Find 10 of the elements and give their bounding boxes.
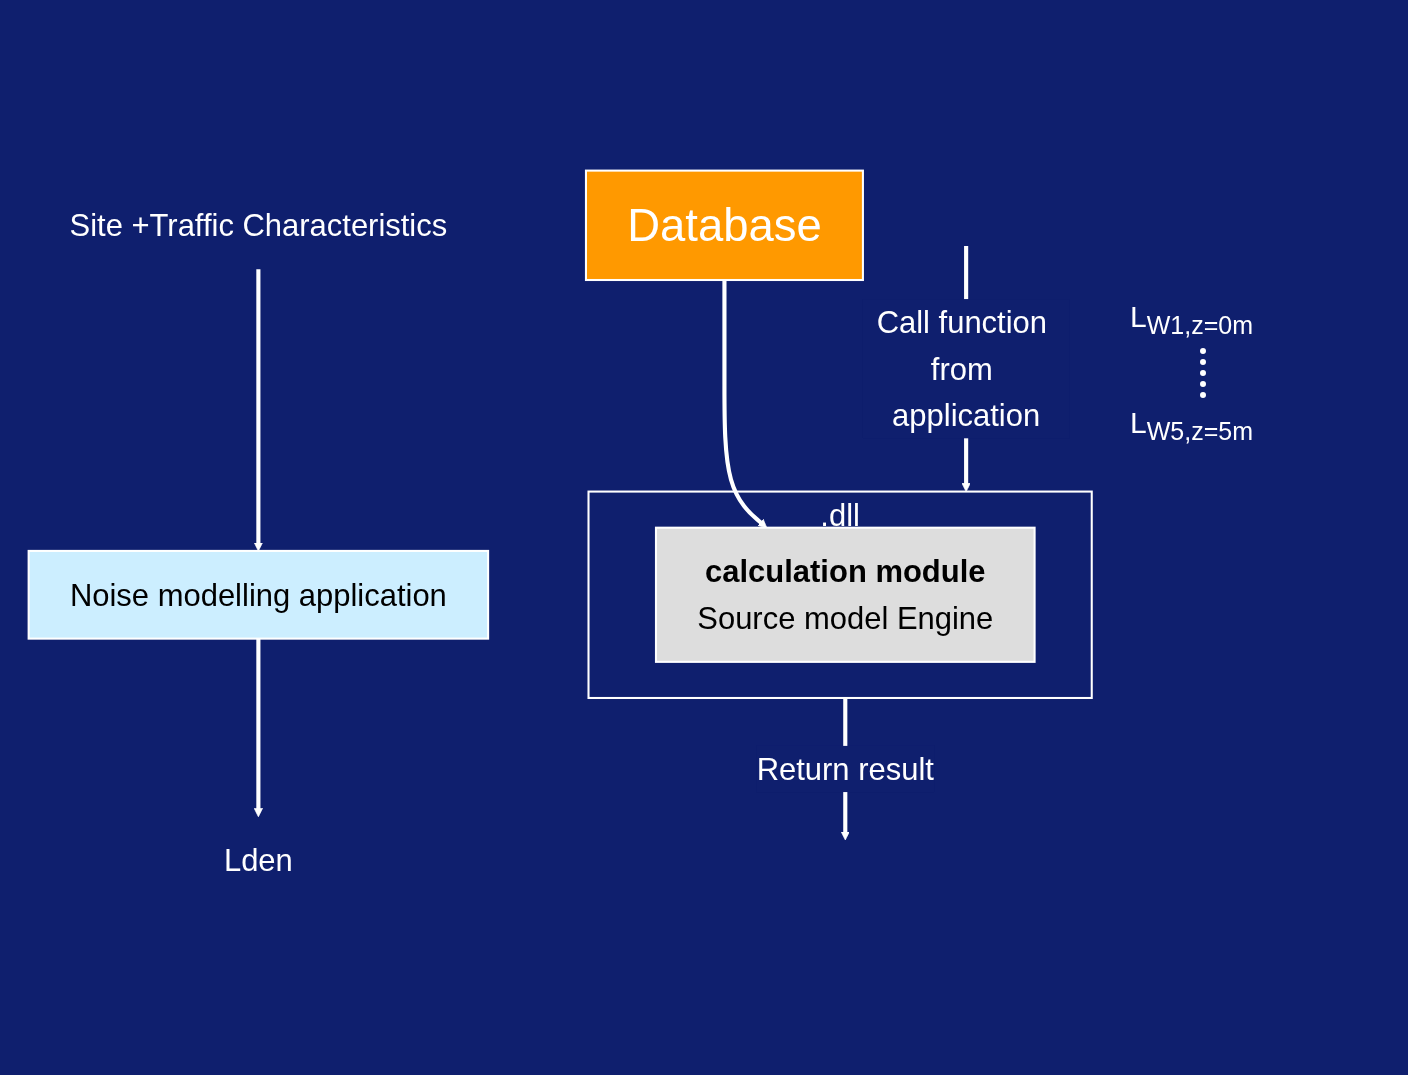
edge-label: Return result bbox=[756, 751, 934, 786]
sound-power-label: L$_{W5,z=5m}$ bbox=[1130, 406, 1253, 446]
node-box: Database bbox=[584, 169, 864, 282]
arrow bbox=[253, 638, 263, 818]
node-text: Site +Traffic Characteristics bbox=[69, 208, 448, 243]
sound-power-label: L$_{W1,z=0m}$ bbox=[1130, 300, 1253, 340]
node-box: calculation module Source model Engine bbox=[654, 526, 1036, 663]
node-text: Lden bbox=[223, 843, 293, 878]
node-box: Noise modelling application bbox=[27, 549, 490, 640]
edge-label: Call function from application bbox=[876, 305, 1048, 433]
